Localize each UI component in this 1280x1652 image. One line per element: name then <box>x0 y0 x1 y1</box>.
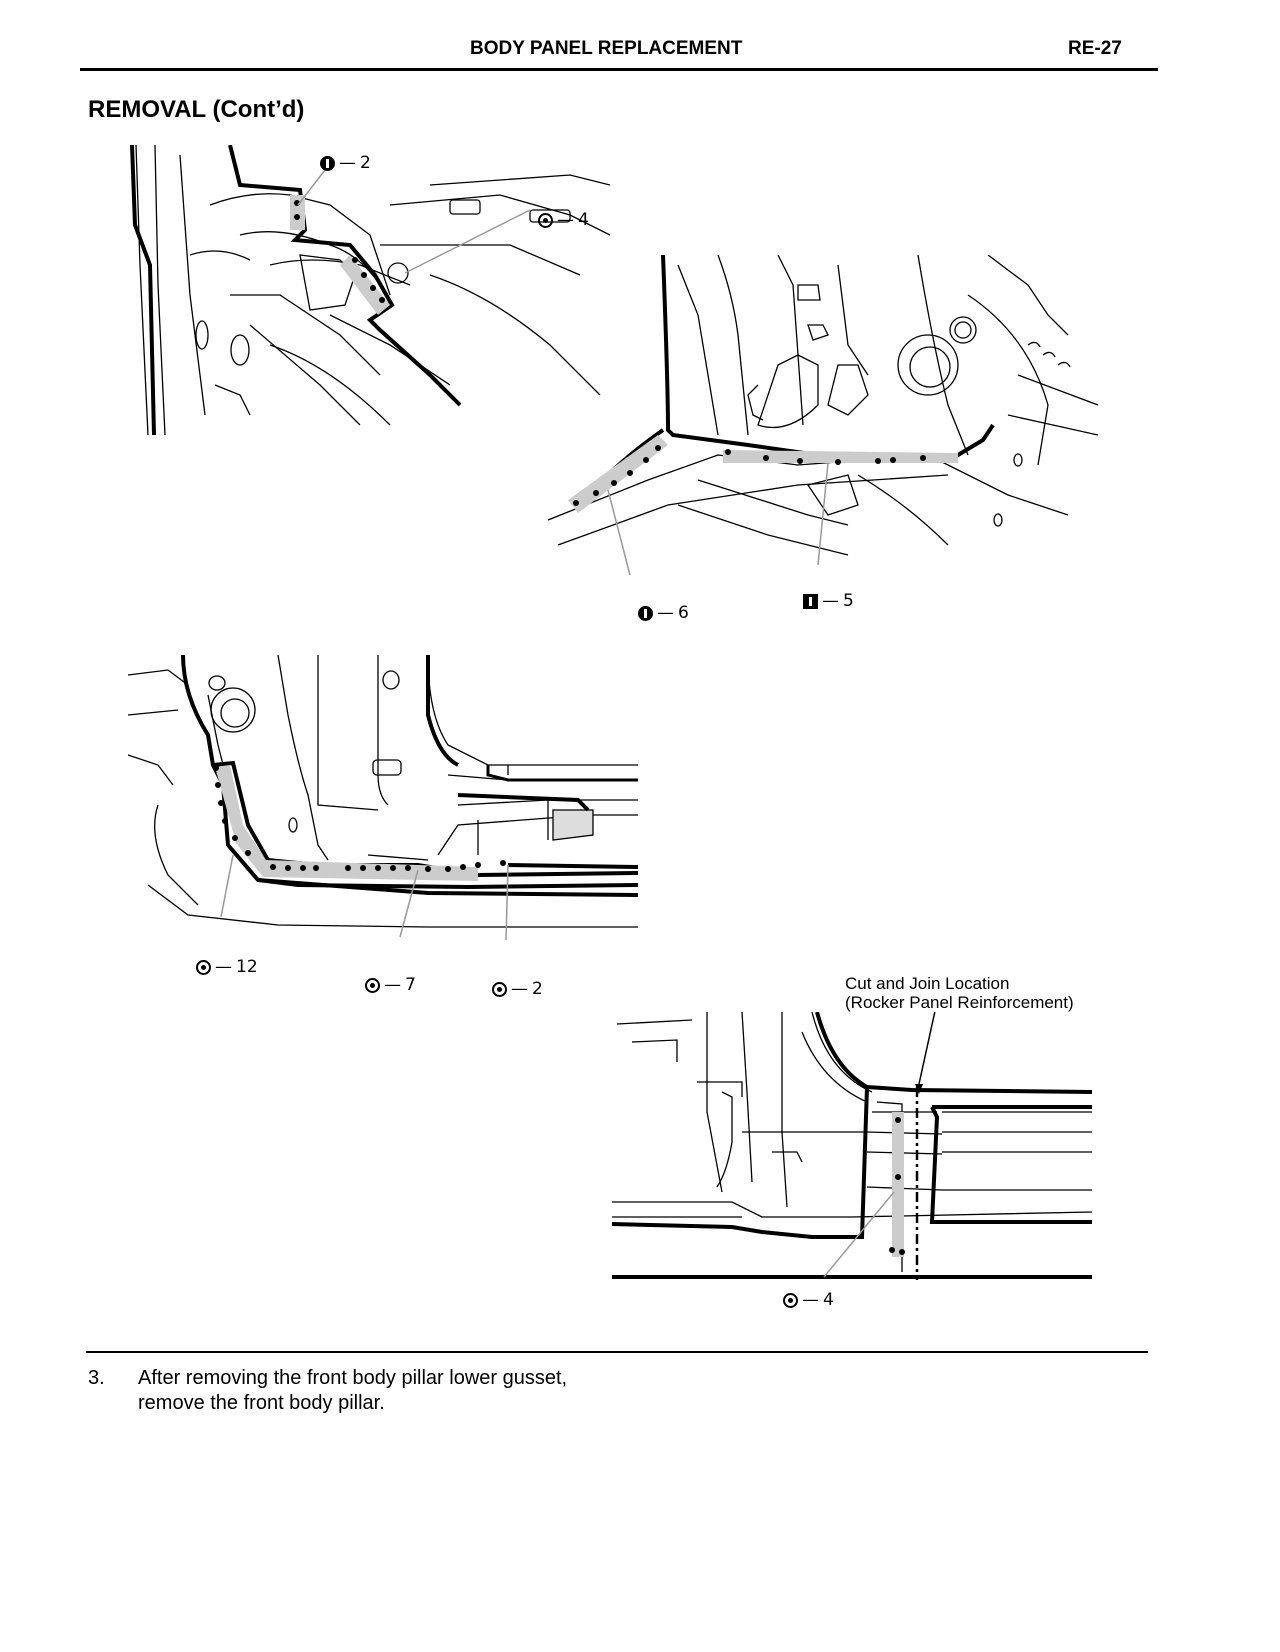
callout-count: 2 <box>532 979 543 999</box>
circle-dot-icon <box>783 1292 798 1308</box>
callout-fig2-a: —6 <box>638 603 689 623</box>
figure-pillar-lower <box>548 255 1098 576</box>
callout-count: 5 <box>843 591 854 611</box>
callout-count: 4 <box>578 210 589 230</box>
callout-fig1-b: —4 <box>538 210 589 230</box>
figure-pillar-upper <box>130 145 610 436</box>
figure-rocker-panel <box>128 655 639 941</box>
cut-join-label-line1: Cut and Join Location <box>845 974 1010 993</box>
callout-fig2-b: —5 <box>803 591 854 611</box>
circle-dot-icon <box>538 212 553 228</box>
square-bar-icon <box>803 593 818 609</box>
callout-count: 6 <box>678 603 689 623</box>
circle-bar-icon <box>320 155 335 171</box>
callout-count: 7 <box>405 975 416 995</box>
callout-fig3-a: —12 <box>196 957 258 977</box>
header-rule <box>80 68 1158 71</box>
step-number: 3. <box>88 1367 105 1389</box>
callout-count: 4 <box>823 1290 834 1310</box>
callout-fig4-a: —4 <box>783 1290 834 1310</box>
circle-dot-icon <box>492 981 507 997</box>
circle-bar-icon <box>638 605 653 621</box>
cut-join-label-line2: (Rocker Panel Reinforcement) <box>845 993 1074 1012</box>
callout-fig3-b: —7 <box>365 975 416 995</box>
cut-join-label: Cut and Join Location (Rocker Panel Rein… <box>845 974 1074 1012</box>
figure-cut-join-location <box>612 1012 1093 1280</box>
instruction-step: 3. After removing the front body pillar … <box>88 1366 618 1416</box>
callout-count: 2 <box>360 153 371 173</box>
circle-dot-icon <box>196 959 211 975</box>
section-heading: REMOVAL (Cont’d) <box>88 96 305 123</box>
header-title: BODY PANEL REPLACEMENT <box>470 38 743 59</box>
circle-dot-icon <box>365 977 380 993</box>
callout-fig1-a: —2 <box>320 153 371 173</box>
callout-count: 12 <box>236 957 258 977</box>
instruction-rule <box>86 1351 1148 1353</box>
page-number: RE-27 <box>1068 38 1122 59</box>
step-text: After removing the front body pillar low… <box>138 1367 568 1414</box>
callout-fig3-c: —2 <box>492 979 543 999</box>
